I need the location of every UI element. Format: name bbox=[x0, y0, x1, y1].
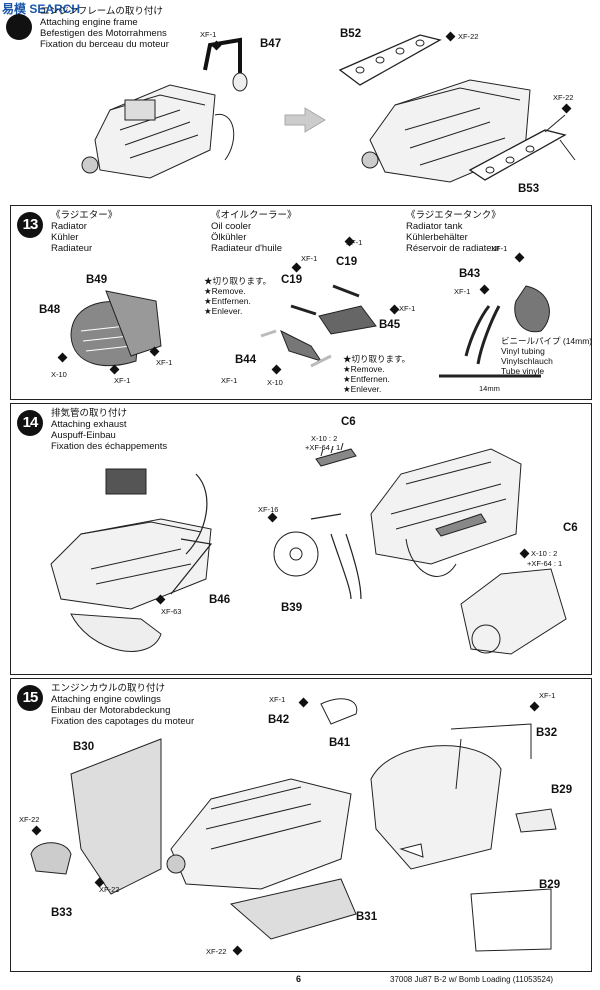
step12-label-xf22a: XF-22 bbox=[458, 32, 479, 41]
step12-engine-drawing bbox=[81, 34, 576, 183]
step13-label-xf1g: XF-1 bbox=[454, 287, 471, 296]
step12-title-jp: エンジンフレームの取り付け bbox=[40, 6, 163, 17]
step15-number-badge: 15 bbox=[17, 685, 43, 711]
step13-parts-drawing bbox=[70, 284, 550, 378]
step13-oilcooler-fr: Radiateur d'huile bbox=[211, 243, 282, 254]
step12-title-de: Befestigen des Motorrahmens bbox=[40, 28, 167, 39]
step14-label-mix-b2: +XF-64 : 1 bbox=[527, 559, 563, 568]
step15-label-b42: B42 bbox=[268, 714, 290, 726]
step15-label-b32: B32 bbox=[536, 727, 558, 739]
step13-radiator-jp: 《ラジエター》 bbox=[51, 210, 118, 221]
step14-title-jp: 排気管の取り付け bbox=[51, 408, 128, 419]
step13-label-xf1b: XF-1 bbox=[156, 358, 173, 367]
step13-remove-note-2: ★切り取ります。★Remove.★Entfernen.★Enlever. bbox=[343, 354, 411, 394]
step12-label-xf1: XF-1 bbox=[200, 30, 217, 39]
step15-title-fr: Fixation des capotages du moteur bbox=[51, 716, 195, 727]
step14-label-c6b: C6 bbox=[563, 522, 578, 534]
step14-label-b46: B46 bbox=[209, 594, 231, 606]
step13-tank-de: Kühlerbehälter bbox=[406, 232, 468, 243]
step13-oilcooler-jp: 《オイルクーラー》 bbox=[211, 210, 297, 221]
step14-label-mix-a2: +XF-64 : 1 bbox=[305, 443, 341, 452]
step14-label-xf16: XF-16 bbox=[258, 505, 279, 514]
step13-tank-jp: 《ラジエタータンク》 bbox=[406, 210, 501, 221]
step14-title-fr: Fixation des échappements bbox=[51, 441, 168, 452]
step14-title-de: Auspuff-Einbau bbox=[51, 430, 116, 441]
step15-title-jp: エンジンカウルの取り付け bbox=[51, 683, 166, 694]
step14-title-en: Attaching exhaust bbox=[51, 419, 127, 430]
step13-label-xf1-b44: XF-1 bbox=[221, 376, 238, 385]
step13-radiator-en: Radiator bbox=[51, 221, 87, 232]
step13-tank-fr: Réservoir de radiateur bbox=[406, 243, 500, 254]
step15-label-b29a: B29 bbox=[551, 784, 573, 796]
step14-label-xf63: XF-63 bbox=[161, 607, 182, 616]
step13-label-c19b: C19 bbox=[336, 256, 358, 268]
step15-label-b29b: B29 bbox=[539, 879, 561, 891]
step15-title-en: Attaching engine cowlings bbox=[51, 694, 161, 705]
step13-oilcooler-de: Ölkühler bbox=[211, 232, 247, 243]
step13-label-b45: B45 bbox=[379, 319, 401, 331]
step13-label-xf1e-b45: XF-1 bbox=[399, 304, 416, 313]
step15-label-xf22c: XF-22 bbox=[206, 947, 227, 956]
step14-label-mix-b1: X-10 : 2 bbox=[531, 549, 558, 558]
step13-label-b44: B44 bbox=[235, 354, 257, 366]
step15-label-xf22a: XF-22 bbox=[19, 815, 40, 824]
step12-label-b47: B47 bbox=[260, 38, 282, 50]
step13-remove-note-1: ★切り取ります。★Remove.★Entfernen.★Enlever. bbox=[204, 276, 272, 316]
step15-cowling-drawing bbox=[30, 698, 557, 952]
step12-section: エンジンフレームの取り付け Attaching engine frame Bef… bbox=[0, 0, 600, 198]
step15-label-b33: B33 bbox=[51, 907, 73, 919]
step15-label-b30: B30 bbox=[73, 741, 95, 753]
step15-label-xf22b: XF-22 bbox=[99, 885, 120, 894]
step13-label-x10a: X-10 bbox=[51, 370, 67, 379]
step12-title-fr: Fixation du berceau du moteur bbox=[40, 39, 169, 50]
step13-label-xf1a: XF-1 bbox=[114, 376, 131, 385]
step13-number-badge: 13 bbox=[17, 212, 43, 238]
step14-exhaust-drawing bbox=[50, 442, 567, 655]
step13-label-b43: B43 bbox=[459, 268, 481, 280]
step12-title-en: Attaching engine frame bbox=[40, 17, 138, 28]
step14-label-b39: B39 bbox=[281, 602, 303, 614]
step13-label-x10b: X-10 bbox=[267, 378, 283, 387]
kit-code: 37008 Ju87 B-2 w/ Bomb Loading (11053524… bbox=[390, 975, 554, 984]
step13-label-c19a: C19 bbox=[281, 274, 303, 286]
step13-label-xf1c: XF-1 bbox=[301, 254, 318, 263]
step14-label-c6a: C6 bbox=[341, 416, 356, 428]
step13-panel: 13 《ラジエター》 Radiator Kühler Radiateur 《オイ… bbox=[10, 205, 592, 400]
step12-label-xf22b: XF-22 bbox=[553, 93, 574, 102]
step13-label-xf1d: XF-1 bbox=[346, 238, 363, 247]
step13-radiator-fr: Radiateur bbox=[51, 243, 93, 254]
step12-number-badge bbox=[6, 14, 32, 40]
step14-number-badge: 14 bbox=[17, 410, 43, 436]
step13-radiator-de: Kühler bbox=[51, 232, 79, 243]
step13-oilcooler-en: Oil cooler bbox=[211, 221, 252, 232]
step15-label-xf1a: XF-1 bbox=[269, 695, 286, 704]
step13-label-b48: B48 bbox=[39, 304, 61, 316]
step15-label-b41: B41 bbox=[329, 737, 351, 749]
step15-label-xf1b: XF-1 bbox=[539, 691, 556, 700]
step14-panel: 14 排気管の取り付け Attaching exhaust Auspuff-Ei… bbox=[10, 403, 592, 675]
step12-label-b53: B53 bbox=[518, 183, 540, 195]
step15-panel: 15 エンジンカウルの取り付け Attaching engine cowling… bbox=[10, 678, 592, 972]
step12-label-b52: B52 bbox=[340, 28, 362, 40]
step14-label-mix-a1: X-10 : 2 bbox=[311, 434, 338, 443]
step13-label-b49: B49 bbox=[86, 274, 108, 286]
watermark-text: 易模 SEARCH bbox=[2, 2, 81, 16]
step15-label-b31: B31 bbox=[356, 911, 378, 923]
step13-tubing-length: 14mm bbox=[479, 384, 500, 393]
step13-label-xf1f: XF-1 bbox=[491, 244, 508, 253]
page-number: 6 bbox=[296, 974, 302, 984]
step13-tank-en: Radiator tank bbox=[406, 221, 463, 232]
step15-title-de: Einbau der Motorabdeckung bbox=[51, 705, 171, 716]
